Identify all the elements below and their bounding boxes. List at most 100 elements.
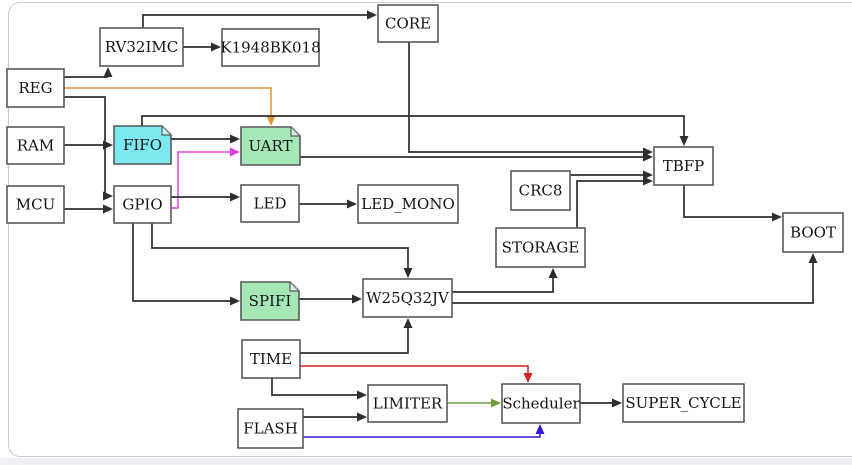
node-label: RV32IMC (105, 38, 178, 56)
edge-w25q32jv-storage (452, 268, 558, 293)
node-box (622, 383, 745, 423)
note-shape (240, 281, 300, 321)
node-box (510, 170, 571, 211)
node-crc8[interactable]: CRC8 (510, 170, 571, 211)
edge-limiter-scheduler (447, 398, 501, 408)
node-box (362, 278, 453, 318)
edge-gpio-w25q32jv (151, 223, 413, 278)
node-label: STORAGE (502, 239, 580, 257)
node-ram[interactable]: RAM (6, 126, 65, 165)
node-box (377, 4, 439, 43)
node-label: W25Q32JV (366, 289, 450, 307)
edge-ram-fifo (64, 140, 113, 150)
node-box (221, 28, 320, 67)
edge-rv32imc-core (142, 10, 377, 28)
node-label: K1948BK018 (220, 39, 320, 57)
node-gpio[interactable]: GPIO (113, 185, 172, 224)
edge-gpio-led (171, 192, 240, 202)
edge-gpio-uart (171, 147, 240, 209)
note-shape (113, 125, 172, 165)
edge-reg-rv32imc (64, 67, 113, 78)
node-time[interactable]: TIME (241, 339, 301, 379)
node-box (653, 146, 714, 186)
node-led[interactable]: LED (240, 184, 300, 223)
node-label: BOOT (790, 224, 836, 242)
node-rv32imc[interactable]: RV32IMC (99, 27, 184, 67)
edge-spifi-w25q32jv (299, 294, 362, 304)
edge-flash-scheduler (303, 424, 545, 438)
edge-time-scheduler (300, 365, 533, 383)
node-label: SPIFI (249, 292, 292, 310)
edge-core-tbfp (408, 42, 653, 157)
node-label: RAM (17, 137, 55, 155)
node-label: Scheduler (502, 395, 580, 413)
node-label: FLASH (243, 420, 298, 438)
node-box (241, 339, 301, 379)
node-limiter[interactable]: LIMITER (367, 384, 448, 423)
node-super_cycle[interactable]: SUPER_CYCLE (622, 383, 745, 423)
node-label: LIMITER (373, 395, 443, 413)
node-label: GPIO (122, 196, 162, 214)
edge-mcu-gpio (64, 204, 113, 214)
node-label: CORE (385, 15, 431, 33)
node-box (357, 184, 459, 224)
canvas-bottom-strip (0, 458, 852, 465)
edge-flash-limiter (303, 412, 367, 422)
edge-led-led_mono (299, 199, 357, 209)
node-fifo[interactable]: FIFO (113, 125, 172, 165)
node-core[interactable]: CORE (377, 4, 439, 43)
node-label: CRC8 (519, 182, 563, 200)
node-box (6, 68, 65, 108)
node-w25q32jv[interactable]: W25Q32JV (362, 278, 453, 318)
edge-crc8-tbfp (570, 170, 653, 180)
node-flash[interactable]: FLASH (237, 408, 304, 449)
node-k1948bk018[interactable]: K1948BK018 (220, 28, 321, 67)
canvas-frame (8, 2, 852, 457)
node-spifi[interactable]: SPIFI (240, 281, 300, 321)
edge-tbfp-boot (683, 185, 782, 222)
node-label: TIME (250, 350, 292, 368)
folded-corner-icon (161, 126, 171, 136)
node-box (99, 27, 184, 67)
node-boot[interactable]: BOOT (782, 212, 844, 253)
node-label: FIFO (123, 136, 162, 154)
node-mcu[interactable]: MCU (6, 185, 65, 224)
edge-fifo-tbfp (141, 115, 689, 146)
node-label: MCU (16, 196, 55, 214)
node-uart[interactable]: UART (240, 126, 301, 166)
edge-gpio-spifi (132, 223, 240, 306)
edge-reg-gpio (64, 96, 113, 201)
edge-uart-tbfp (300, 152, 653, 162)
node-scheduler[interactable]: Scheduler (501, 383, 581, 424)
node-box (6, 126, 65, 165)
node-box (237, 408, 304, 449)
note-shape (240, 126, 301, 166)
edge-scheduler-super_cycle (580, 398, 622, 408)
node-reg[interactable]: REG (6, 68, 65, 108)
node-label: SUPER_CYCLE (625, 394, 741, 412)
node-label: REG (18, 79, 52, 97)
node-tbfp[interactable]: TBFP (653, 146, 714, 186)
node-storage[interactable]: STORAGE (495, 227, 586, 268)
node-box (501, 383, 581, 424)
node-box (6, 185, 65, 224)
edge-rv32imc-k1948bk018 (183, 42, 221, 52)
node-box (782, 212, 844, 253)
node-label: TBFP (663, 157, 705, 175)
edge-fifo-uart (171, 134, 240, 144)
node-box (113, 185, 172, 224)
folded-corner-icon (289, 282, 299, 292)
node-box (240, 184, 300, 223)
node-led_mono[interactable]: LED_MONO (357, 184, 459, 224)
node-box (367, 384, 448, 423)
folded-corner-icon (290, 127, 300, 137)
node-box (495, 227, 586, 268)
edge-time-limiter (271, 378, 367, 400)
node-label: UART (248, 137, 292, 155)
edge-time-w25q32jv (300, 318, 413, 354)
node-label: LED_MONO (361, 195, 455, 213)
edge-storage-tbfp (576, 176, 653, 228)
edge-reg-uart (64, 87, 276, 126)
